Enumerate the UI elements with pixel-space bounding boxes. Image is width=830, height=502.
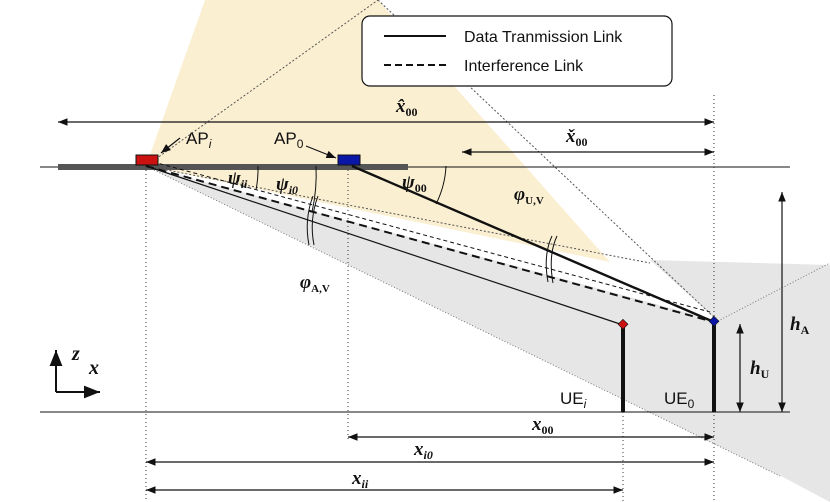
label-x-hat-00: x̂00 <box>395 96 418 119</box>
pointer-ap-0 <box>305 145 337 159</box>
legend-interference-label: Interference Link <box>464 58 584 75</box>
label-psi-ii: ψii <box>228 168 248 191</box>
label-phi-av: φA,V <box>300 272 330 295</box>
data-link-api-uei <box>145 165 624 326</box>
label-ue-i: UEi <box>560 389 587 411</box>
pointer-ap-i <box>160 137 181 154</box>
ue-0-marker <box>708 315 720 327</box>
arc-psi-00 <box>435 165 447 205</box>
label-x-i0: xi0 <box>413 439 433 462</box>
arc-psi-i0 <box>311 165 317 213</box>
interference-link-api-ue0 <box>145 165 715 323</box>
arc-phi-av-b <box>311 195 319 246</box>
ap-beam-region <box>146 0 610 262</box>
label-x-00: x00 <box>531 414 554 437</box>
label-psi-00: ψ00 <box>402 172 427 195</box>
label-ap-0: AP0 <box>274 129 304 151</box>
arc-psi-ii <box>255 165 259 191</box>
ap-beam-edge-upper <box>145 0 379 167</box>
axis-z-label: z <box>71 343 80 365</box>
ap-i-device <box>135 154 159 166</box>
label-ap-i: APi <box>186 129 212 151</box>
label-x-ii: xii <box>351 468 369 491</box>
arc-phi-uv-a <box>545 235 553 283</box>
data-link-ap0-ue0 <box>351 164 715 324</box>
ap-0-device <box>337 154 361 166</box>
arc-phi-uv-b <box>550 235 558 284</box>
ue-i-marker <box>617 318 629 330</box>
legend-box <box>361 15 673 87</box>
ceiling-bar <box>58 164 408 170</box>
label-x-check-00: x̌00 <box>565 126 588 149</box>
label-phi-uv: φU,V <box>514 184 544 207</box>
ue-beam-edge-lower <box>145 165 781 477</box>
label-ue-0: UE0 <box>664 389 695 411</box>
axis-x-label: x <box>88 357 99 379</box>
label-h-a: hA <box>790 314 810 337</box>
interference-dashed-2 <box>145 159 711 313</box>
ue-beam-edge-upper <box>717 262 830 322</box>
label-h-u: hU <box>750 358 770 381</box>
label-psi-i0: ψi0 <box>276 174 298 197</box>
arc-phi-av-a <box>306 195 314 246</box>
legend: Data Tranmission Link Interference Link <box>361 15 673 87</box>
ap-beam-arc <box>85 0 120 72</box>
legend-data-link-label: Data Tranmission Link <box>464 29 623 46</box>
